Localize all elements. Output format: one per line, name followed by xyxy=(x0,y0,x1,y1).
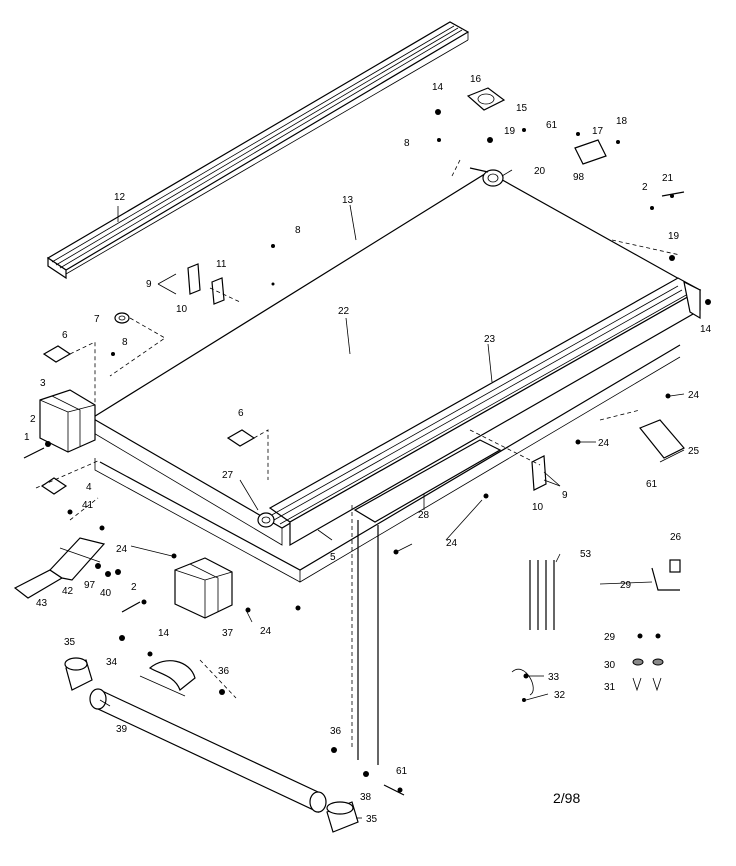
clamp-strap xyxy=(139,660,196,697)
label-36-right: 36 xyxy=(218,666,230,677)
label-12: 12 xyxy=(114,192,126,203)
label-29-right: 29 xyxy=(620,580,632,591)
label-16: 16 xyxy=(470,74,482,85)
label-42: 42 xyxy=(62,586,74,597)
label-8-mid: 8 xyxy=(295,225,301,236)
label-24-far-right: 24 xyxy=(688,390,700,401)
endcap-35-left xyxy=(64,657,93,691)
fasteners xyxy=(23,109,711,796)
label-98: 98 xyxy=(573,172,585,183)
label-2-lower: 2 xyxy=(131,582,137,593)
label-28: 28 xyxy=(418,510,430,521)
cable-ties-53 xyxy=(529,560,555,630)
label-1: 1 xyxy=(24,432,30,443)
label-23: 23 xyxy=(484,334,496,345)
label-35-left: 35 xyxy=(64,637,76,648)
wire-32 xyxy=(511,668,534,696)
pad-4 xyxy=(40,477,68,495)
label-14-top: 14 xyxy=(432,82,444,93)
base-tube-39 xyxy=(89,688,327,813)
label-61-top: 61 xyxy=(546,120,558,131)
label-8-left: 8 xyxy=(122,337,128,348)
label-7: 7 xyxy=(94,314,100,325)
hardware-30 xyxy=(632,658,664,666)
label-2-left: 2 xyxy=(30,414,36,425)
label-27: 27 xyxy=(222,470,234,481)
assembly-guide-lines xyxy=(35,159,681,699)
label-39: 39 xyxy=(116,724,128,735)
side-rail-12 xyxy=(46,21,470,280)
revision-date: 2/98 xyxy=(553,790,581,806)
label-34: 34 xyxy=(106,657,118,668)
foot-bracket-43 xyxy=(13,537,106,599)
pad-6-left xyxy=(42,345,72,363)
label-35-right: 35 xyxy=(366,814,378,825)
label-40: 40 xyxy=(100,588,112,599)
label-24-left: 24 xyxy=(116,544,128,555)
frame xyxy=(94,344,681,583)
label-24-center: 24 xyxy=(446,538,458,549)
label-4: 4 xyxy=(86,482,92,493)
label-32: 32 xyxy=(554,690,566,701)
label-3: 3 xyxy=(40,378,46,389)
callout-labels: 12 16 14 15 61 17 18 19 8 20 98 2 21 13 … xyxy=(24,74,712,825)
label-5: 5 xyxy=(330,552,336,563)
label-9-lower: 9 xyxy=(562,490,568,501)
label-26: 26 xyxy=(670,532,682,543)
label-25: 25 xyxy=(688,446,700,457)
label-14-lower: 14 xyxy=(158,628,170,639)
hardware-31 xyxy=(632,677,662,692)
label-31: 31 xyxy=(604,682,616,693)
label-41: 41 xyxy=(82,500,94,511)
bracket-26-29 xyxy=(651,559,681,591)
label-19-top: 19 xyxy=(504,126,516,137)
label-43: 43 xyxy=(36,598,48,609)
label-22: 22 xyxy=(338,306,350,317)
label-38: 38 xyxy=(360,792,372,803)
label-61-bottom: 61 xyxy=(396,766,408,777)
label-24-right: 24 xyxy=(598,438,610,449)
label-10-upper: 10 xyxy=(176,304,188,315)
label-10-lower: 10 xyxy=(532,502,544,513)
leader-lines xyxy=(99,169,685,819)
label-53: 53 xyxy=(580,549,592,560)
label-9-upper: 9 xyxy=(146,279,152,290)
label-20: 20 xyxy=(534,166,546,177)
label-6-mid: 6 xyxy=(238,408,244,419)
bracket-98 xyxy=(574,139,607,165)
label-14-right: 14 xyxy=(700,324,712,335)
plate-16 xyxy=(466,87,506,111)
label-37: 37 xyxy=(222,628,234,639)
label-17: 17 xyxy=(592,126,604,137)
label-36-lower: 36 xyxy=(330,726,342,737)
bracket-10-lower xyxy=(531,455,547,491)
label-13: 13 xyxy=(342,195,354,206)
bracket-25 xyxy=(639,419,685,459)
label-2-right: 2 xyxy=(642,182,648,193)
side-rail-23 xyxy=(268,277,702,547)
frame-leg xyxy=(351,505,379,765)
label-11: 11 xyxy=(216,259,227,270)
front-roller-20 xyxy=(469,167,504,187)
rear-roller-27 xyxy=(257,512,275,528)
label-8-top: 8 xyxy=(404,138,410,149)
label-21: 21 xyxy=(662,173,674,184)
label-97: 97 xyxy=(84,580,96,591)
label-33: 33 xyxy=(548,672,560,683)
label-24-bottom: 24 xyxy=(260,626,272,637)
label-19-right: 19 xyxy=(668,231,680,242)
label-30: 30 xyxy=(604,660,616,671)
label-6-left: 6 xyxy=(62,330,68,341)
label-18: 18 xyxy=(616,116,628,127)
bracket-10-upper xyxy=(187,263,225,305)
label-61-right: 61 xyxy=(646,479,658,490)
label-29-lower: 29 xyxy=(604,632,616,643)
end-cap-37 xyxy=(174,557,233,619)
label-15: 15 xyxy=(516,103,528,114)
end-cap-3 xyxy=(39,389,96,453)
endcap-35-right xyxy=(326,801,359,833)
washer-7 xyxy=(114,312,130,324)
